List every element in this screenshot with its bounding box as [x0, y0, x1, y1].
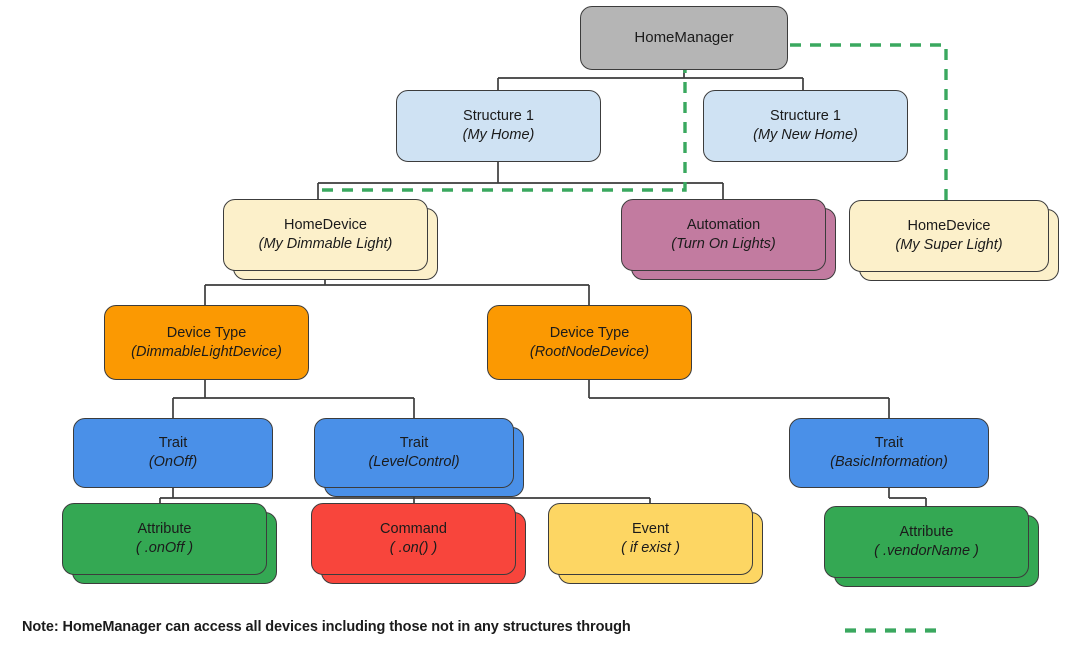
- node-trait-basicinformation[interactable]: Trait (BasicInformation): [789, 418, 989, 488]
- node-trait-onoff[interactable]: Trait (OnOff): [73, 418, 273, 488]
- node-automation-line2: (Turn On Lights): [671, 236, 776, 252]
- node-device-type-dimmable-line2: (DimmableLightDevice): [131, 343, 282, 360]
- dashed-link-to-my-dimmable-light: [318, 22, 687, 192]
- node-attribute-vendorname-line1: Attribute: [899, 524, 954, 541]
- node-device-type-rootnode-line1: Device Type: [549, 324, 630, 341]
- node-automation-turn-on-lights[interactable]: Automation (Turn On Lights): [621, 199, 826, 271]
- node-home-device-super-line2: (My Super Light): [895, 237, 1003, 253]
- node-home-device-super-line1: HomeDevice: [907, 218, 991, 235]
- node-device-type-dimmable[interactable]: Device Type (DimmableLightDevice): [104, 305, 309, 380]
- node-device-type-dimmable-line1: Device Type: [166, 324, 247, 341]
- node-structure-my-new-home[interactable]: Structure 1 (My New Home): [703, 90, 908, 162]
- node-structure-my-home-line2: (My Home): [462, 127, 535, 143]
- node-event-line1: Event: [631, 521, 670, 538]
- node-trait-basicinformation-line1: Trait: [874, 435, 904, 452]
- node-structure-my-new-home-line1: Structure 1: [770, 108, 841, 125]
- node-home-manager[interactable]: HomeManager: [580, 6, 788, 70]
- node-trait-basicinformation-line2: (BasicInformation): [830, 454, 948, 470]
- node-trait-levelcontrol-line1: Trait: [399, 435, 429, 452]
- node-command-on-line2: ( .on() ): [389, 540, 438, 556]
- node-trait-onoff-line2: (OnOff): [148, 454, 198, 470]
- node-structure-my-new-home-line2: (My New Home): [753, 127, 858, 143]
- node-device-type-rootnode-line2: (RootNodeDevice): [529, 343, 650, 360]
- node-trait-levelcontrol-line2: (LevelControl): [368, 454, 460, 470]
- node-attribute-onoff-line2: ( .onOff ): [135, 540, 194, 556]
- legend-dashed-line-icon: [845, 628, 945, 633]
- node-command-on[interactable]: Command ( .on() ): [311, 503, 516, 575]
- node-trait-levelcontrol[interactable]: Trait (LevelControl): [314, 418, 514, 488]
- node-attribute-onoff-line1: Attribute: [137, 521, 192, 538]
- node-attribute-vendorname[interactable]: Attribute ( .vendorName ): [824, 506, 1029, 578]
- node-attribute-onoff[interactable]: Attribute ( .onOff ): [62, 503, 267, 575]
- node-structure-my-home[interactable]: Structure 1 (My Home): [396, 90, 601, 162]
- node-attribute-vendorname-line2: ( .vendorName ): [874, 543, 979, 559]
- node-trait-onoff-line1: Trait: [158, 435, 188, 452]
- node-home-device-dimmable[interactable]: HomeDevice (My Dimmable Light): [223, 199, 428, 271]
- node-event-line2: ( if exist ): [621, 540, 680, 556]
- node-home-device-dimmable-line2: (My Dimmable Light): [258, 236, 393, 252]
- node-event-if-exist[interactable]: Event ( if exist ): [548, 503, 753, 575]
- node-device-type-rootnode[interactable]: Device Type (RootNodeDevice): [487, 305, 692, 380]
- node-home-device-super[interactable]: HomeDevice (My Super Light): [849, 200, 1049, 272]
- node-automation-line1: Automation: [686, 217, 761, 234]
- node-home-device-dimmable-line1: HomeDevice: [284, 217, 367, 234]
- node-structure-my-home-line1: Structure 1: [463, 108, 534, 125]
- footer-note: Note: HomeManager can access all devices…: [22, 619, 631, 635]
- node-command-on-line1: Command: [380, 521, 447, 538]
- node-home-manager-label: HomeManager: [634, 29, 734, 47]
